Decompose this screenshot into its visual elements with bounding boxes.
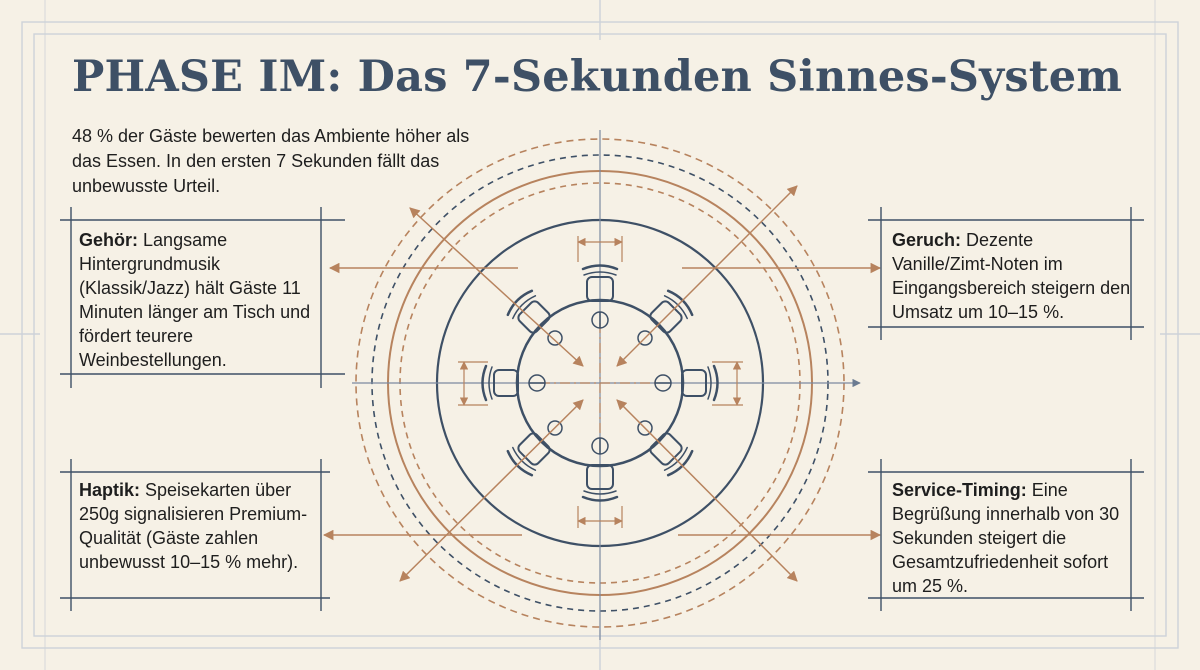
sense-text: Dezente Vanille/Zimt-Noten im Eingangsbe… (892, 230, 1131, 322)
sense-text: Langsame Hintergrundmusik (Klassik/Jazz)… (79, 230, 311, 370)
sense-label: Geruch: (892, 230, 962, 250)
intro-text: 48 % der Gäste bewerten das Ambiente höh… (72, 126, 470, 196)
sense-box-geruch: Geruch: Dezente Vanille/Zimt-Noten im Ei… (892, 228, 1132, 324)
sense-box-gehoer: Gehör: Langsame Hintergrundmusik (Klassi… (79, 228, 331, 372)
sense-label: Gehör: (79, 230, 139, 250)
box-frames (60, 207, 1144, 611)
page-title: PHASE IM: Das 7-Sekunden Sinnes-System (72, 52, 1123, 102)
sense-text: Eine Begrüßung innerhalb von 30 Sekunden… (892, 480, 1120, 596)
sense-arrows (322, 185, 882, 582)
sense-label: Service-Timing: (892, 480, 1027, 500)
sense-box-haptik: Haptik: Speisekarten über 250g signalisi… (79, 478, 324, 574)
sense-label: Haptik: (79, 480, 141, 500)
sense-box-service: Service-Timing: Eine Begrüßung innerhalb… (892, 478, 1132, 598)
crosshair (352, 130, 861, 640)
sense-text: Speisekarten über 250g signalisieren Pre… (79, 480, 308, 572)
